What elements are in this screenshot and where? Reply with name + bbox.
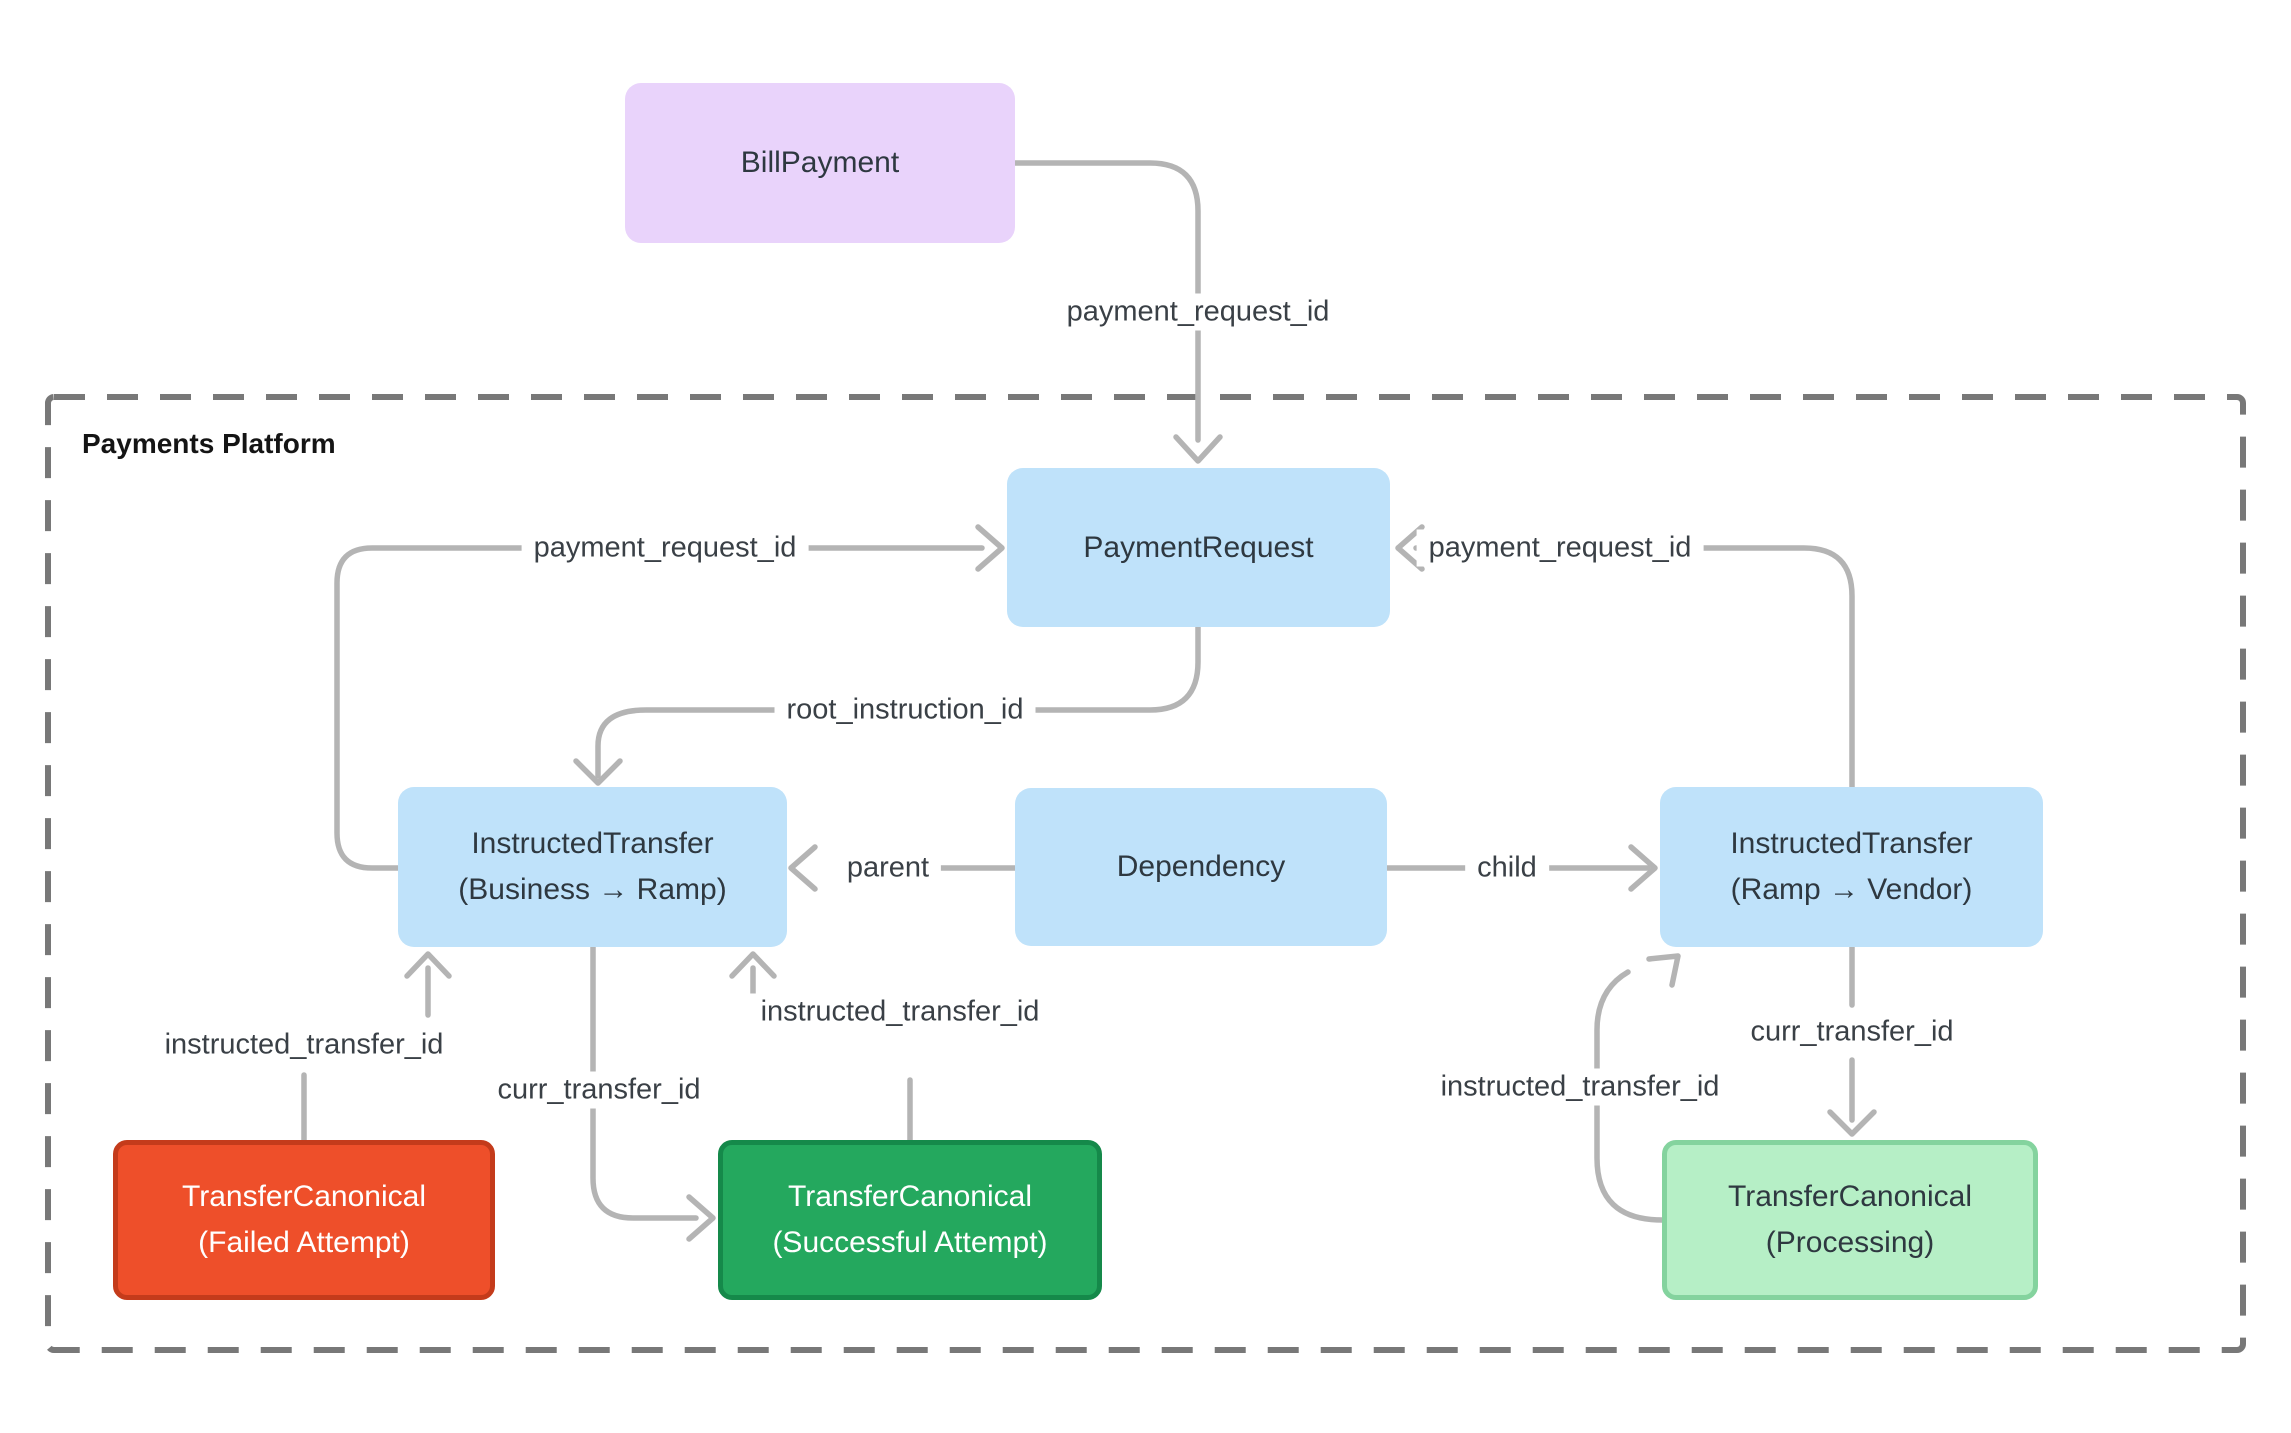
edge-label-parent: parent: [834, 849, 942, 887]
arrowhead-up-icon: [404, 951, 452, 979]
node-transfer-canonical-failed: TransferCanonical (Failed Attempt): [113, 1140, 495, 1300]
node-label: PaymentRequest: [1083, 530, 1314, 564]
node-sublabel: (Successful Attempt): [772, 1226, 1048, 1259]
node-label: InstructedTransfer: [1730, 827, 1973, 860]
edge-label-instructed-transfer-id-processing: instructed_transfer_id: [1428, 1068, 1732, 1106]
edge-label-root-instruction-id: root_instruction_id: [774, 691, 1036, 729]
arrowhead-up-icon: [729, 951, 777, 979]
arrowhead-down-icon: [1173, 434, 1223, 464]
node-label: TransferCanonical: [788, 1180, 1032, 1213]
node-label: TransferCanonical: [182, 1180, 426, 1213]
node-sublabel: (Failed Attempt): [198, 1226, 410, 1259]
edge-left-to-paymentrequest: [334, 545, 985, 871]
edge-label-payment-request-id-top: payment_request_id: [1054, 293, 1342, 331]
arrowhead-up-right-icon: [1646, 953, 1681, 988]
arrowhead-right-icon: [1628, 844, 1658, 892]
arrowhead-left-icon: [1395, 524, 1425, 572]
edge-label-curr-transfer-id-left: curr_transfer_id: [485, 1071, 713, 1109]
arrowhead-right-icon: [686, 1194, 716, 1242]
arrowhead-down-icon: [1827, 1109, 1877, 1137]
node-sublabel: (Business → Ramp): [458, 873, 727, 906]
edge-curr-left: [590, 944, 699, 1221]
edge-processing-link: [1594, 969, 1665, 1223]
edge-label-curr-transfer-id-right: curr_transfer_id: [1738, 1013, 1966, 1051]
node-label: InstructedTransfer: [471, 827, 714, 860]
edge-root-instruction: [595, 624, 1201, 779]
arrowhead-right-icon: [975, 524, 1005, 572]
node-label: BillPayment: [740, 146, 900, 179]
node-label: Dependency: [1116, 850, 1286, 883]
edge-right-to-paymentrequest: [1413, 545, 1855, 790]
edge-label-payment-request-id-left: payment_request_id: [521, 529, 809, 567]
node-transfer-canonical-processing: TransferCanonical (Processing): [1662, 1140, 2038, 1300]
edge-label-payment-request-id-right: payment_request_id: [1416, 529, 1704, 567]
platform-boundary: [45, 394, 2246, 1353]
node-sublabel: (Ramp → Vendor): [1730, 873, 1973, 906]
platform-title: Payments Platform: [82, 428, 336, 459]
node-instructed-transfer-business-ramp: InstructedTransfer (Business → Ramp): [398, 787, 787, 947]
node-bill-payment: BillPayment: [625, 83, 1015, 243]
edge-label-child: child: [1465, 849, 1549, 887]
edge-label-instructed-transfer-id-success: instructed_transfer_id: [748, 993, 1052, 1031]
arrowhead-down-icon: [573, 758, 623, 786]
node-dependency: Dependency: [1015, 788, 1387, 946]
node-sublabel: (Processing): [1765, 1226, 1935, 1259]
node-payment-request: PaymentRequest: [1007, 468, 1390, 627]
node-label: TransferCanonical: [1728, 1180, 1972, 1213]
arrowhead-left-icon: [788, 844, 818, 892]
edge-bill-to-paymentrequest: [1011, 160, 1201, 443]
node-transfer-canonical-successful: TransferCanonical (Successful Attempt): [718, 1140, 1102, 1300]
node-instructed-transfer-ramp-vendor: InstructedTransfer (Ramp → Vendor): [1660, 787, 2043, 947]
edge-label-instructed-transfer-id-failed: instructed_transfer_id: [152, 1026, 456, 1064]
